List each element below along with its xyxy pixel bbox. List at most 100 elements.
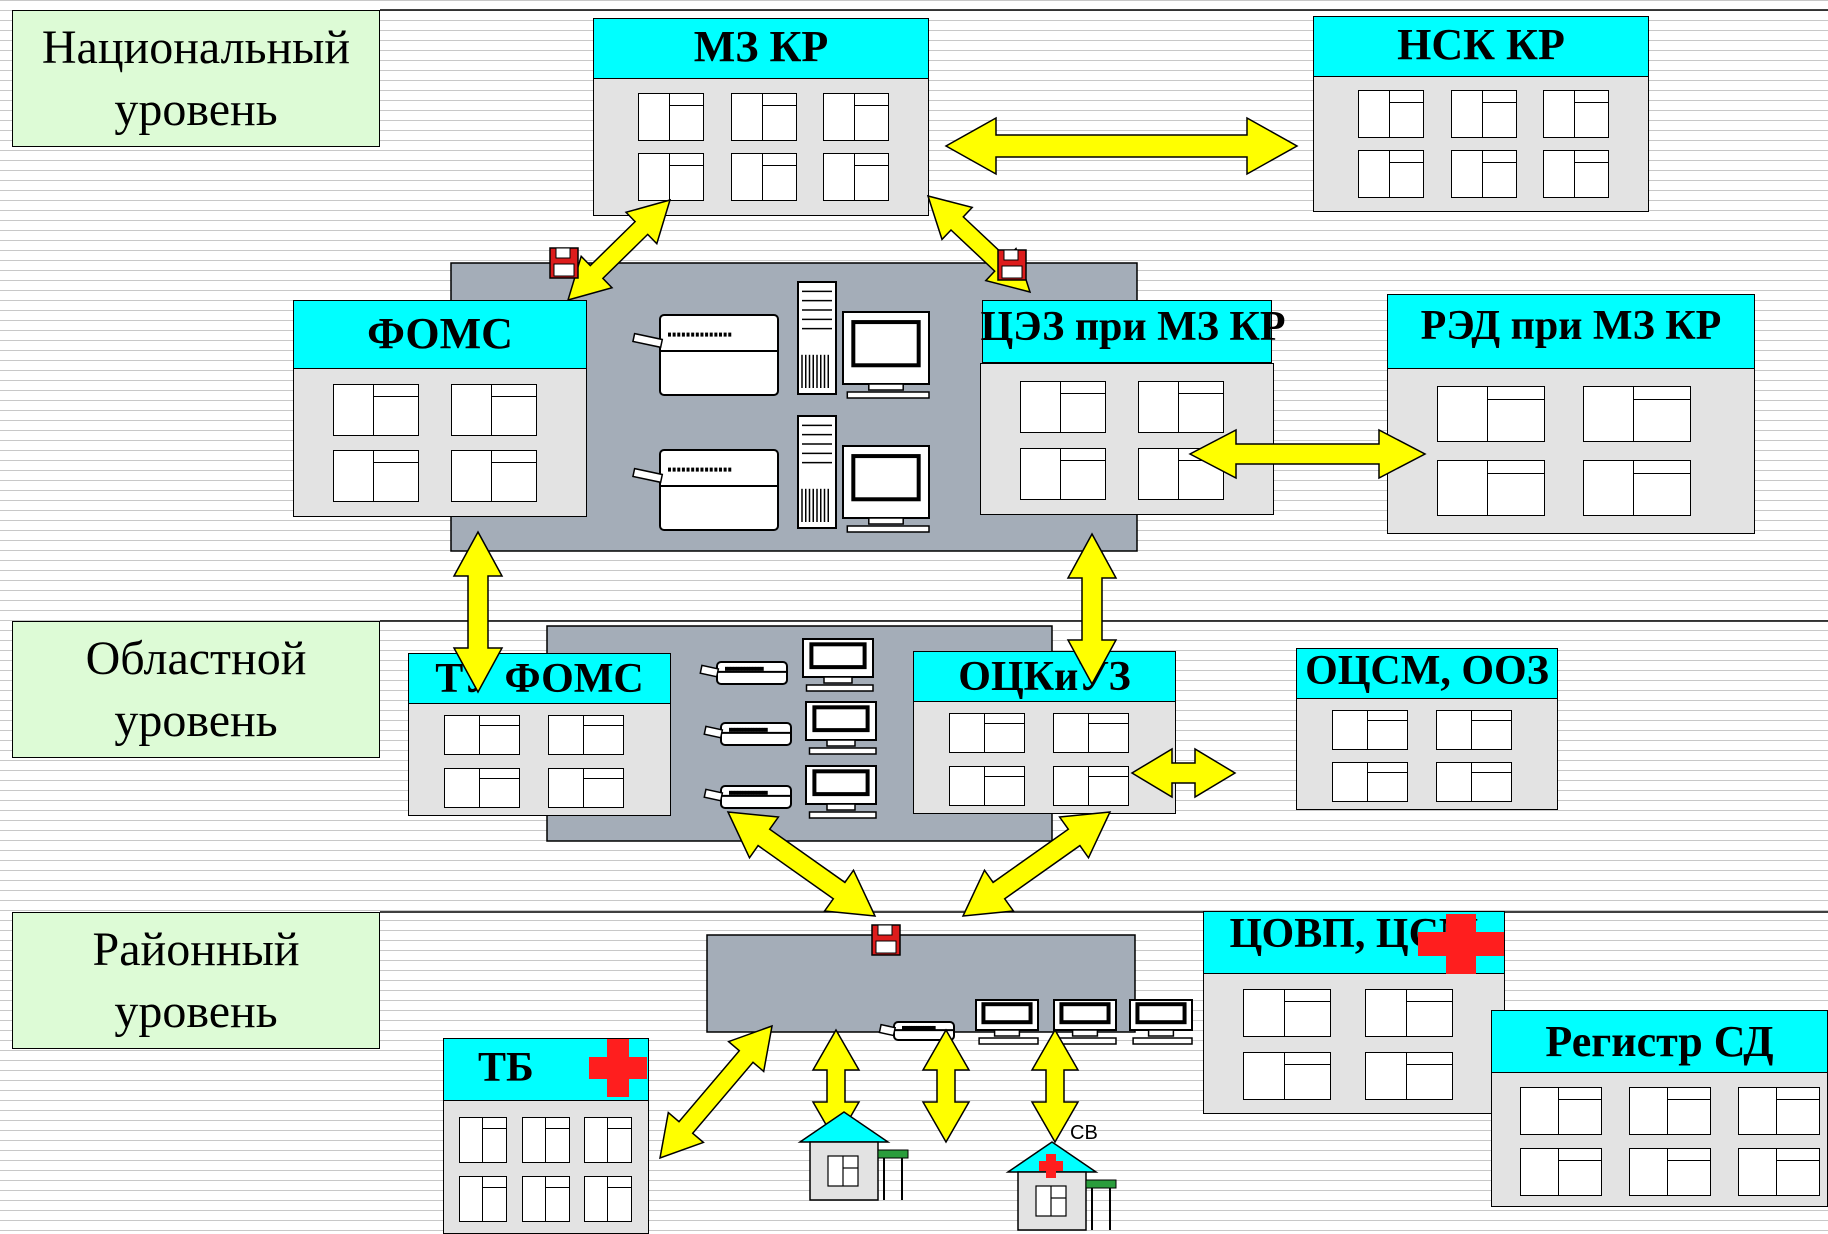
window-icon [949,766,1025,806]
building-title: НСК КР [1314,17,1648,77]
window-icon [1629,1148,1711,1196]
bidirectional-arrow [1030,1028,1080,1144]
window-icon [522,1176,570,1222]
bidirectional-arrow [566,198,672,302]
monitor-icon [805,701,877,755]
fap-label: СВ [1070,1122,1098,1144]
window-icon [1243,1052,1331,1100]
window-icon [1332,762,1408,802]
window-icon [1543,150,1609,198]
cez-title [982,300,1272,363]
rural-clinic-icon [1005,1141,1117,1231]
window-icon [1451,150,1517,198]
floppy-disk-icon [871,924,901,956]
floppy-disk-icon [549,247,579,279]
medical-cross-icon [589,1039,647,1097]
window-icon [638,153,704,201]
window-icon [1437,460,1545,516]
window-icon [333,450,419,502]
monitor-icon [975,999,1039,1045]
window-icon [459,1176,507,1222]
building-foms: ФОМС [293,300,587,517]
bidirectional-arrow [452,530,504,694]
window-icon [1358,150,1424,198]
bidirectional-arrow [921,1028,971,1144]
window-icon [1583,386,1691,442]
monitor-icon [1053,999,1117,1045]
window-icon [1020,448,1106,500]
printer-icon [878,1021,955,1041]
window-icon [1332,710,1408,750]
window-icon [1520,1148,1602,1196]
window-icon [1138,381,1224,433]
medical-cross-icon [1418,914,1504,974]
system-unit-icon [797,281,837,395]
window-icon [638,93,704,141]
window-icon [548,715,624,755]
window-icon [451,450,537,502]
window-icon [1629,1087,1711,1135]
window-icon [1365,989,1453,1037]
window-icon [584,1176,632,1222]
monitor-icon [802,638,874,692]
monitor-icon [842,445,930,533]
building-title: ОЦСМ, ООЗ [1297,649,1557,699]
bidirectional-arrow [726,811,877,917]
window-icon [949,713,1025,753]
window-icon [1243,989,1331,1037]
rural-clinic-icon [797,1111,909,1201]
window-icon [451,384,537,436]
building-title: ФОМС [294,301,586,369]
printer-icon [703,722,792,746]
window-icon [731,153,797,201]
building-title: Регистр СД [1492,1011,1827,1073]
monitor-icon [842,311,930,399]
window-icon [548,768,624,808]
window-icon [444,768,520,808]
window-icon [584,1117,632,1163]
building-title: ТУ ФОМС [409,654,670,704]
window-icon [1358,90,1424,138]
window-icon [1053,713,1129,753]
window-icon [1738,1087,1820,1135]
window-icon [1451,90,1517,138]
building-red: РЭД при МЗ КР [1387,294,1755,534]
window-icon [1365,1052,1453,1100]
window-icon [1520,1087,1602,1135]
system-unit-icon [797,415,837,529]
bidirectional-arrow [1066,532,1118,686]
monitor-icon [805,765,877,819]
window-icon [823,93,889,141]
window-icon [1053,766,1129,806]
window-icon [459,1117,507,1163]
window-icon [1543,90,1609,138]
bidirectional-arrow [961,811,1112,917]
printer-icon [632,449,779,531]
window-icon [333,384,419,436]
cez-title-text: ЦЭЗ при МЗ КР [980,304,1286,350]
window-icon [823,153,889,201]
monitor-icon [1129,999,1193,1045]
window-icon [522,1117,570,1163]
building-title: ОЦКиУЗ [914,652,1175,702]
bidirectional-arrow [1188,428,1427,480]
window-icon [1436,710,1512,750]
building-title: РЭД при МЗ КР [1388,295,1754,369]
printer-icon [703,785,792,809]
bidirectional-arrow [1130,747,1237,799]
printer-icon [699,661,788,685]
window-icon [731,93,797,141]
window-icon [1436,762,1512,802]
window-icon [1437,386,1545,442]
window-icon [1020,381,1106,433]
window-icon [1738,1148,1820,1196]
window-icon [1583,460,1691,516]
printer-icon [632,314,779,396]
bidirectional-arrow [944,116,1299,176]
window-icon [444,715,520,755]
